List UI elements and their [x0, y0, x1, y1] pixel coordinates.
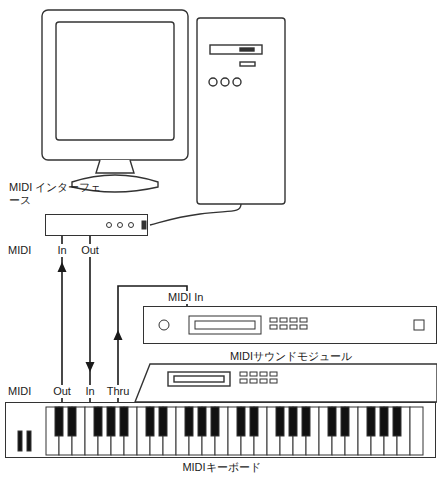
arrowhead	[114, 330, 123, 340]
monitor-screen	[56, 22, 174, 140]
panel-button	[240, 372, 247, 376]
port-label: MIDI In	[166, 291, 205, 304]
black-key	[120, 407, 128, 436]
tower-button	[221, 78, 229, 86]
port-label: Thru	[105, 385, 132, 398]
device-drawing	[46, 215, 147, 235]
panel-button	[290, 325, 297, 329]
black-key	[107, 407, 115, 436]
monitor-neck	[96, 160, 134, 173]
black-key	[341, 407, 349, 436]
black-key	[289, 407, 297, 436]
white-key	[410, 407, 423, 455]
keyboard-display	[168, 372, 230, 386]
keyboard-top-panel	[135, 364, 437, 402]
port-label: In	[55, 244, 68, 257]
midi-cable	[61, 236, 63, 402]
black-key	[237, 407, 245, 436]
status-led	[129, 223, 134, 228]
device-drawing	[6, 403, 435, 457]
black-key	[302, 407, 310, 436]
drive-button	[240, 48, 254, 51]
panel-button	[280, 318, 287, 322]
port-group-label: MIDI	[6, 385, 33, 398]
black-key	[185, 407, 193, 436]
black-key	[328, 407, 336, 436]
power-switch	[414, 320, 424, 330]
black-key	[159, 407, 167, 436]
usb-port	[142, 221, 146, 229]
midi-keyboard-box: MIDIキーボード	[5, 402, 436, 458]
device-label: MIDIサウンドモジュール	[230, 350, 352, 363]
panel-button	[270, 379, 277, 383]
drive-slot	[210, 45, 262, 54]
computer-tower	[197, 18, 285, 204]
midi-cable	[89, 236, 91, 402]
module-display	[189, 316, 261, 334]
panel-button	[240, 379, 247, 383]
black-key	[211, 407, 219, 436]
panel-button	[270, 372, 277, 376]
midi-interface-box: MIDI インターフェース	[45, 214, 148, 236]
device-label: MIDI インターフェース	[9, 181, 109, 207]
panel-button	[300, 325, 307, 329]
panel-button	[250, 372, 257, 376]
status-led	[118, 223, 123, 228]
panel-button	[250, 379, 257, 383]
keyboard-display-window	[174, 376, 224, 382]
monitor-body	[42, 10, 188, 160]
panel-button	[280, 325, 287, 329]
status-led	[107, 223, 112, 228]
port-group-label: MIDI	[6, 244, 33, 257]
black-key	[55, 407, 63, 436]
port-label: Out	[79, 244, 101, 257]
port-label: Out	[51, 385, 73, 398]
panel-button	[300, 318, 307, 322]
usb-cable	[150, 204, 241, 225]
black-key	[367, 407, 375, 436]
tower-button	[233, 78, 241, 86]
black-key	[380, 407, 388, 436]
keyboard-buttons	[240, 372, 277, 383]
panel-button	[260, 379, 267, 383]
black-key	[276, 407, 284, 436]
arrowhead	[58, 262, 67, 272]
pitch-wheel	[18, 431, 22, 451]
panel-button	[260, 372, 267, 376]
tower-slot	[240, 62, 255, 66]
black-key	[146, 407, 154, 436]
panel-button	[270, 325, 277, 329]
black-key	[94, 407, 102, 436]
port-label: In	[83, 385, 96, 398]
panel-button	[270, 318, 277, 322]
black-key	[250, 407, 258, 436]
device-label: MIDIキーボード	[182, 461, 260, 474]
device-drawing	[144, 307, 436, 343]
black-key	[198, 407, 206, 436]
mod-wheel	[27, 431, 31, 451]
black-key	[68, 407, 76, 436]
module-display-window	[195, 321, 255, 329]
black-key	[393, 407, 401, 436]
panel-button	[290, 318, 297, 322]
volume-knob	[159, 320, 169, 330]
tower-button	[209, 78, 217, 86]
sound-module-box: MIDIサウンドモジュール	[143, 306, 437, 344]
arrowhead	[86, 362, 95, 372]
